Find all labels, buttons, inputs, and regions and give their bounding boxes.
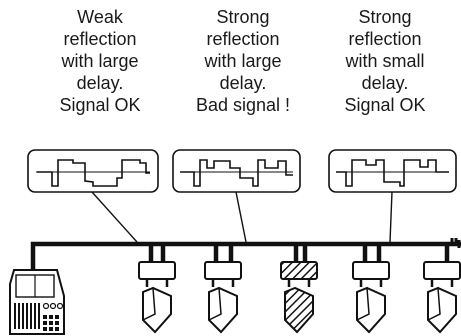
- cable-terminator: [450, 238, 461, 248]
- dmx-cable: [30, 241, 461, 270]
- caption-strong-large-delay: Strong reflection with large delay. Bad …: [168, 6, 318, 116]
- caption-weak-large-delay: Weak reflection with large delay. Signal…: [25, 6, 175, 116]
- scope-strong-large-delay: [172, 149, 301, 193]
- caption-line: delay.: [76, 73, 124, 93]
- caption-line: reflection: [63, 29, 137, 49]
- caption-line: with large: [204, 51, 282, 71]
- caption-strong-small-delay: Strong reflection with small delay. Sign…: [310, 6, 460, 116]
- caption-line: Bad signal !: [195, 95, 291, 115]
- scope-weak-reflection: [27, 149, 159, 193]
- fixture-2-icon: [204, 261, 242, 334]
- caption-line: Strong: [358, 7, 412, 27]
- waveform-bad-signal: [180, 159, 293, 187]
- caption-line: delay.: [361, 73, 409, 93]
- fixture-5-icon: [423, 261, 461, 334]
- caption-line: Signal OK: [59, 95, 141, 115]
- caption-line: reflection: [206, 29, 280, 49]
- scope-pointer-line: [389, 191, 393, 243]
- caption-line: Strong: [216, 7, 270, 27]
- waveform-weak: [37, 159, 150, 187]
- caption-line: Signal OK: [344, 95, 426, 115]
- caption-line: reflection: [348, 29, 422, 49]
- scope-strong-small-delay: [328, 149, 457, 193]
- caption-line: with small: [345, 51, 425, 71]
- scope-pointer-line: [235, 191, 247, 243]
- lighting-console-icon: [9, 269, 65, 335]
- waveform-small-delay: [336, 159, 449, 187]
- scope-pointer-line: [91, 191, 138, 243]
- caption-line: with large: [61, 51, 139, 71]
- fixture-4-icon: [352, 261, 390, 334]
- fixture-faulty-icon: [280, 261, 318, 334]
- caption-line: Weak: [77, 7, 123, 27]
- caption-line: delay.: [219, 73, 267, 93]
- fixture-1-icon: [138, 261, 176, 334]
